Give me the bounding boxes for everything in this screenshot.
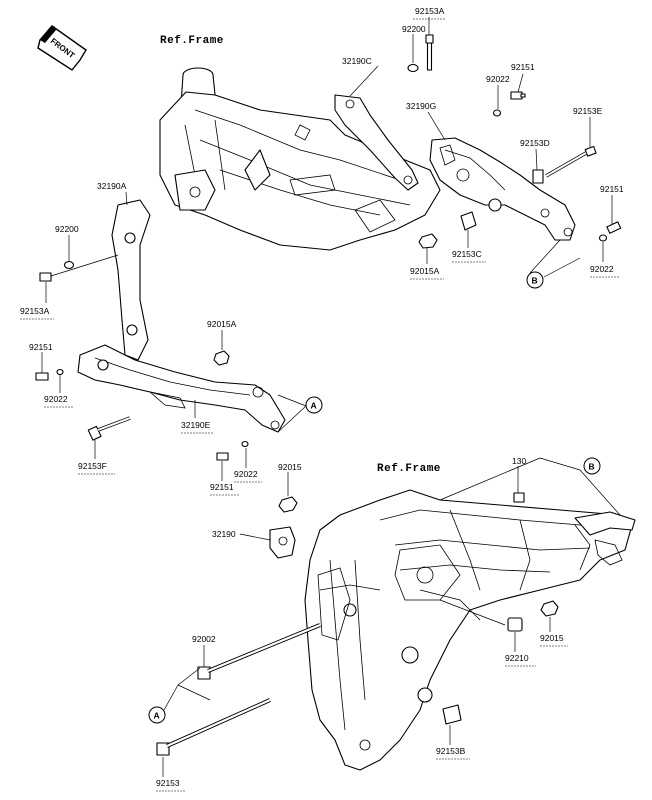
part-label: 92210 — [505, 653, 529, 663]
bracket-32190C-drawing — [334, 94, 419, 191]
part-label: 92022 — [486, 74, 510, 84]
part-label: 92200 — [402, 24, 426, 34]
nut-92015-drawing — [278, 496, 298, 513]
part-label: 92015A — [207, 319, 237, 329]
part-label: 92015 — [540, 633, 564, 643]
part-label: 92153B — [436, 746, 466, 756]
part-label: 92015A — [410, 266, 440, 276]
callout-a-lower-label: A — [154, 711, 160, 721]
part-label: 92151 — [29, 342, 53, 352]
part-label: 92002 — [192, 634, 216, 644]
part-label: 32190 — [212, 529, 236, 539]
bolt-92153-drawing — [156, 698, 271, 756]
callout-a-upper-label: A — [311, 401, 317, 411]
callout-b-lower: B — [583, 457, 601, 475]
part-label: 92151 — [600, 184, 624, 194]
bolt-92151-top-drawing — [510, 91, 526, 100]
callout-b-upper-label: B — [532, 276, 538, 286]
bolt-92151-mid-drawing — [216, 452, 229, 461]
collar-92210-drawing — [507, 617, 523, 632]
part-label: 92153F — [78, 461, 107, 471]
washer-92022-left-drawing — [56, 368, 64, 376]
front-arrow-icon: FRONT — [37, 25, 87, 71]
part-label: 92153D — [520, 138, 550, 148]
bolt-92151-left-drawing — [35, 372, 49, 381]
bracket-32190A-drawing — [111, 199, 151, 361]
collar-92153B-drawing — [442, 704, 462, 725]
callout-b-lower-label: B — [589, 462, 595, 472]
nut-92015A-mid-drawing — [213, 350, 230, 366]
part-label: 92151 — [511, 62, 535, 72]
part-label: 92015 — [278, 462, 302, 472]
bolt-92002-drawing — [197, 623, 321, 680]
washer-92200-left-drawing — [63, 260, 75, 270]
callout-b-upper: B — [526, 271, 544, 289]
part-label: 92022 — [234, 469, 258, 479]
callout-a-upper: A — [305, 396, 323, 414]
bolt-92153F-drawing — [87, 416, 131, 441]
washer-92022-mid-drawing — [241, 440, 249, 448]
part-labels: 92153A 92200 32190C 92151 92022 32190G 9… — [20, 6, 624, 788]
part-label: 92022 — [44, 394, 68, 404]
leader-lines — [41, 17, 621, 777]
part-label: 32190E — [181, 420, 211, 430]
part-label: 92153E — [573, 106, 603, 116]
bolt-92153A-top-drawing — [425, 34, 434, 71]
lower-frame-drawing — [304, 489, 636, 771]
collar-92153C-drawing — [460, 211, 477, 231]
bracket-32190E-drawing — [77, 344, 286, 433]
ref-frame-label-bottom: Ref.Frame — [377, 463, 441, 475]
bracket-32190-drawing — [269, 526, 296, 559]
bolt-92153A-left-drawing — [39, 254, 119, 282]
nut-92015A-right-drawing — [418, 233, 438, 249]
part-label: 92151 — [210, 482, 234, 492]
label-underlines — [20, 18, 619, 792]
washer-92022-right-drawing — [598, 234, 608, 242]
washer-92200-top-drawing — [407, 63, 419, 73]
part-label: 92200 — [55, 224, 79, 234]
washer-92022-top-drawing — [492, 109, 502, 117]
ref-frame-label-top: Ref.Frame — [160, 35, 224, 47]
part-label: 92153A — [20, 306, 50, 316]
part-label: 130 — [512, 456, 526, 466]
part-label: 92153A — [415, 6, 445, 16]
part-label: 92153C — [452, 249, 482, 259]
collar-92153D-drawing — [532, 169, 544, 184]
callout-a-lower: A — [148, 706, 166, 724]
bolt-92151-right-drawing — [606, 221, 622, 234]
part-label: 32190A — [97, 181, 127, 191]
part-label: 32190C — [342, 56, 372, 66]
part-label: 92153 — [156, 778, 180, 788]
upper-frame-drawing — [159, 67, 441, 251]
part-label: 32190G — [406, 101, 436, 111]
part-label: 92022 — [590, 264, 614, 274]
bracket-32190G-drawing — [429, 137, 576, 241]
bolt-130-drawing — [513, 492, 525, 503]
nut-92015-right-drawing — [540, 600, 559, 617]
bolt-92153E-drawing — [545, 145, 597, 178]
